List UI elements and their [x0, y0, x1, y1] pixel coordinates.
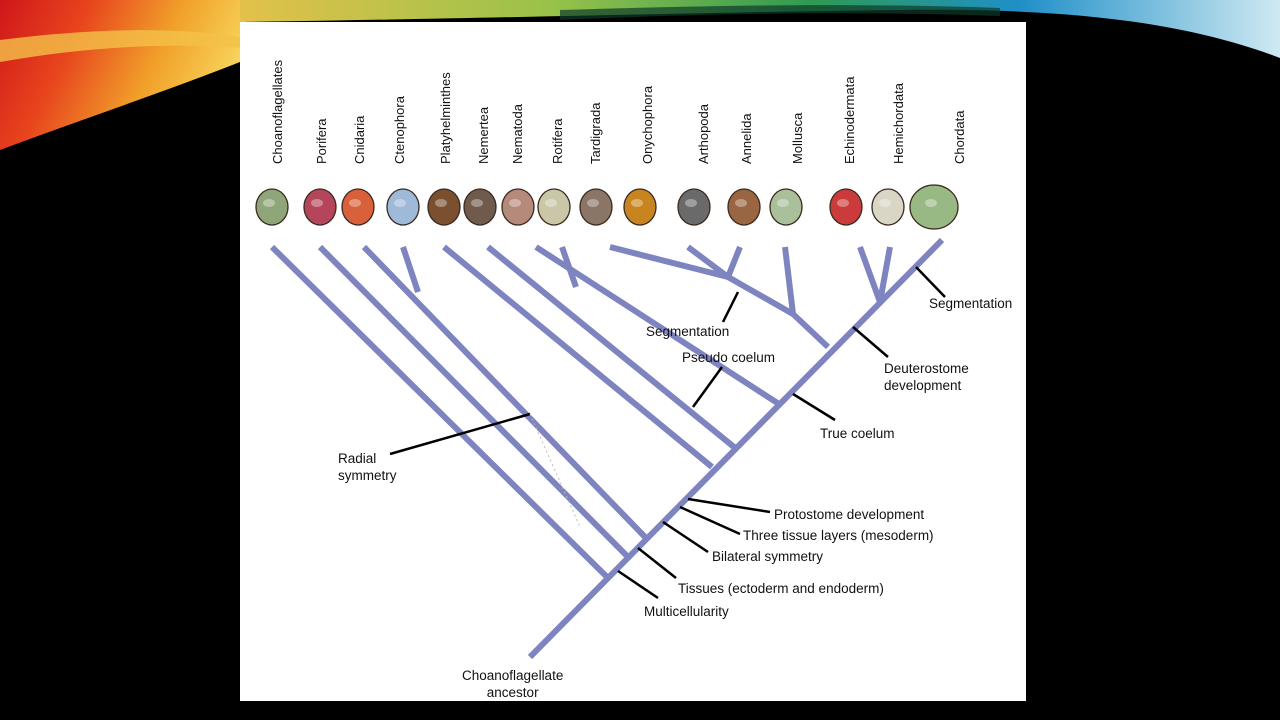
crab-icon [677, 188, 711, 226]
pointer-tissues [637, 547, 677, 579]
taxon-label-nemertea: Nemertea [476, 106, 491, 164]
pointer-multicellularity [617, 569, 659, 600]
label-choanoflagellate-ancestor: Choanoflagellate ancestor [462, 668, 564, 700]
velvet-worm-icon [623, 188, 657, 226]
onychophora-branch [609, 244, 729, 280]
label-protostome-development: Protostome development [774, 507, 925, 522]
label-true-coelum: True coelum [820, 426, 895, 441]
taxon-label-nematoda: Nematoda [510, 104, 525, 164]
pointer-segmentation-left [721, 291, 740, 323]
label-three-tissue-layers: Three tissue layers (mesoderm) [743, 528, 934, 543]
taxon-label-porifera: Porifera [314, 118, 329, 164]
pointer-radial-symmetry [389, 412, 531, 456]
sponge-icon [303, 188, 337, 226]
arthropod-clade-branch [726, 274, 795, 317]
trunk-branch [527, 237, 945, 660]
pointer-true-coelum [792, 392, 836, 422]
roundworm-icon [501, 188, 535, 226]
platyhelminthes-branch [442, 244, 714, 470]
left-ribbon-stripe [0, 30, 245, 62]
acorn-worm-icon [871, 188, 905, 226]
nematoda-rotifera-branch [534, 244, 781, 407]
phylogenetic-tree [255, 184, 959, 660]
pointer-pseudo-coelum [691, 366, 724, 408]
echinodermata-branch [857, 245, 883, 304]
label-bilateral-symmetry: Bilateral symmetry [712, 549, 824, 564]
taxon-label-annelida: Annelida [739, 113, 754, 164]
radial-symmetry-guide [529, 413, 581, 528]
label-tissues: Tissues (ectoderm and endoderm) [678, 581, 884, 596]
nemertea-branch [486, 244, 736, 450]
tardigrade-icon [579, 188, 613, 226]
label-pseudo-coelum: Pseudo coelum [682, 350, 776, 365]
label-deuterostome-development: Deuterostome development [884, 361, 969, 393]
annelida-branch [725, 245, 743, 279]
top-ribbon [240, 0, 1280, 58]
starfish-icon [829, 188, 863, 226]
choanoflagellate-icon [255, 188, 289, 226]
pointer-three-tissue [679, 505, 741, 536]
pointer-protostome [687, 497, 771, 514]
comb-jelly-icon [386, 188, 420, 226]
snail-icon [769, 188, 803, 226]
frog-icon [909, 184, 959, 230]
label-segmentation-protostome: Segmentation [646, 324, 730, 339]
taxon-label-platyhelminthes: Platyhelminthes [438, 72, 453, 164]
taxon-label-hemichordata: Hemichordata [891, 83, 906, 164]
taxon-label-ctenophora: Ctenophora [392, 96, 407, 164]
protostome-split-branch [790, 311, 831, 350]
taxon-label-choanoflagellates: Choanoflagellates [270, 59, 285, 164]
taxon-label-cnidaria: Cnidaria [352, 115, 367, 164]
sea-anemone-icon [341, 188, 375, 226]
taxon-label-mollusca: Mollusca [790, 112, 805, 164]
pointer-bilateral [662, 520, 709, 554]
ribbon-worm-icon [463, 188, 497, 226]
label-multicellularity: Multicellularity [644, 604, 729, 619]
cnidaria-ctenophora-branch [361, 244, 648, 540]
porifera-branch [317, 244, 631, 560]
pointer-deuterostome [852, 326, 889, 358]
taxon-label-arthopoda: Arthopoda [696, 104, 711, 164]
flatworm-icon [427, 188, 461, 226]
rotifera-branch [559, 246, 579, 288]
label-radial-symmetry: Radial symmetry [338, 451, 397, 483]
segmented-worm-icon [727, 188, 761, 226]
taxon-label-tardigrada: Tardigrada [588, 102, 603, 164]
taxon-label-onychophora: Onychophora [640, 85, 655, 164]
pointer-segmentation-right [915, 266, 946, 298]
left-ribbon [0, 0, 245, 150]
label-segmentation-chordata: Segmentation [929, 296, 1013, 311]
rotifer-icon [537, 188, 571, 226]
taxon-label-rotifera: Rotifera [550, 118, 565, 164]
taxon-label-chordata: Chordata [952, 110, 967, 164]
choanoflagellate-branch [269, 244, 610, 580]
taxon-label-echinodermata: Echinodermata [842, 76, 857, 164]
top-ribbon-dark [560, 5, 1000, 21]
